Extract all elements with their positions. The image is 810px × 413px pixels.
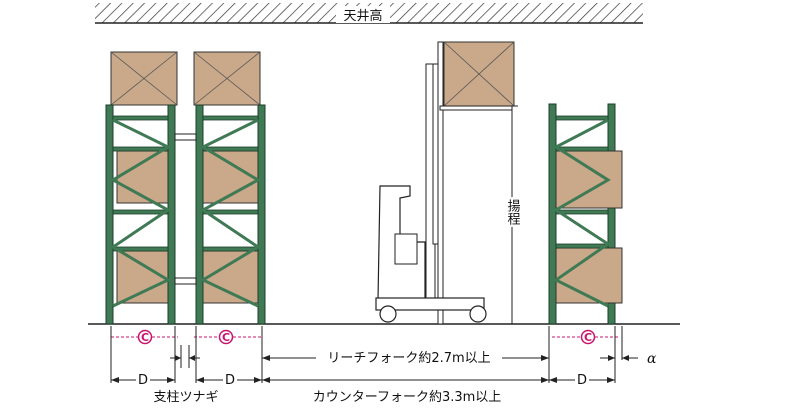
rack-beam (202, 146, 259, 152)
clearance-marker-2: C (194, 329, 262, 345)
ceiling-label-bg (336, 6, 390, 23)
forklift-rear-wheel (379, 305, 397, 323)
reach-aisle-label: リーチフォーク約2.7m以上 (327, 351, 490, 366)
clearance-c-icon (218, 329, 234, 345)
depth-label: D (138, 373, 148, 388)
forklift-mast-inner (432, 63, 439, 245)
depth-label: D (577, 373, 587, 388)
counter-label-bg (301, 388, 515, 406)
forklift (375, 41, 515, 325)
rack-beam (112, 209, 169, 215)
pallet-box (116, 250, 176, 304)
rack-beam (202, 209, 259, 215)
depth-dimension-1: D (111, 372, 175, 388)
rack-brace (552, 118, 611, 308)
rack-beam (112, 115, 169, 121)
rack-beam (112, 146, 169, 152)
post-spacer-dimension (170, 355, 200, 361)
forklift-front-wheel (469, 305, 487, 323)
lift-height-dimension: 揚程 (504, 105, 521, 324)
counter-aisle-dimension (262, 377, 549, 383)
rack-right (548, 103, 623, 325)
forklift-base (375, 297, 485, 311)
ceiling: 天井高 (95, 3, 643, 24)
post-spacer-label: 支柱ツナギ (153, 390, 218, 405)
post-spacer-label-bg (140, 388, 236, 406)
rack-beam (202, 115, 259, 121)
clearance-c-icon (580, 329, 596, 345)
forklift-fork (439, 105, 513, 111)
reach-label-bg (316, 349, 502, 365)
rack-left-a (105, 51, 178, 325)
rack-post (167, 104, 176, 325)
lift-label-bg (504, 197, 521, 227)
ceiling-height-label: 天井高 (343, 8, 382, 24)
rack-beam (555, 243, 609, 249)
reach-aisle-dimension: リーチフォーク約2.7m以上 (262, 349, 549, 366)
forklift-battery (394, 233, 418, 265)
alpha-label: α (647, 351, 657, 367)
rack-post (105, 104, 114, 325)
pallet-box (555, 150, 623, 209)
depth-dimension-3: D (549, 372, 615, 388)
rack-beam (112, 246, 169, 252)
rack-beam (555, 209, 609, 215)
post-spacer-upper (174, 133, 197, 141)
rack-brace (199, 118, 262, 308)
dimension-extension-lines (110, 326, 623, 383)
rack-post (257, 104, 266, 325)
clearance-c-label: C (584, 331, 592, 344)
post-spacers (174, 133, 197, 285)
counter-aisle-label: カウンターフォーク約3.3m以上 (313, 390, 502, 405)
rack-brace (109, 118, 172, 308)
rack-beam (555, 115, 609, 121)
post-spacer-lower (174, 277, 197, 285)
rack-post (195, 104, 204, 325)
alpha-dimension: α (600, 351, 657, 367)
rack-beam (202, 246, 259, 252)
clearance-marker-3: C (552, 329, 620, 345)
lift-label: 揚程 (505, 198, 521, 226)
clearance-c-label: C (222, 331, 230, 344)
depth-label: D (225, 373, 235, 388)
clearance-marker-1: C (111, 329, 178, 345)
clearance-c-icon (137, 329, 153, 345)
depth-dimension-2: D (196, 372, 262, 388)
rack-post (548, 103, 557, 325)
rack-left-b (193, 51, 266, 325)
clearance-c-label: C (141, 331, 149, 344)
forklift-mast-fork (437, 41, 444, 325)
rack-beam (555, 146, 609, 152)
